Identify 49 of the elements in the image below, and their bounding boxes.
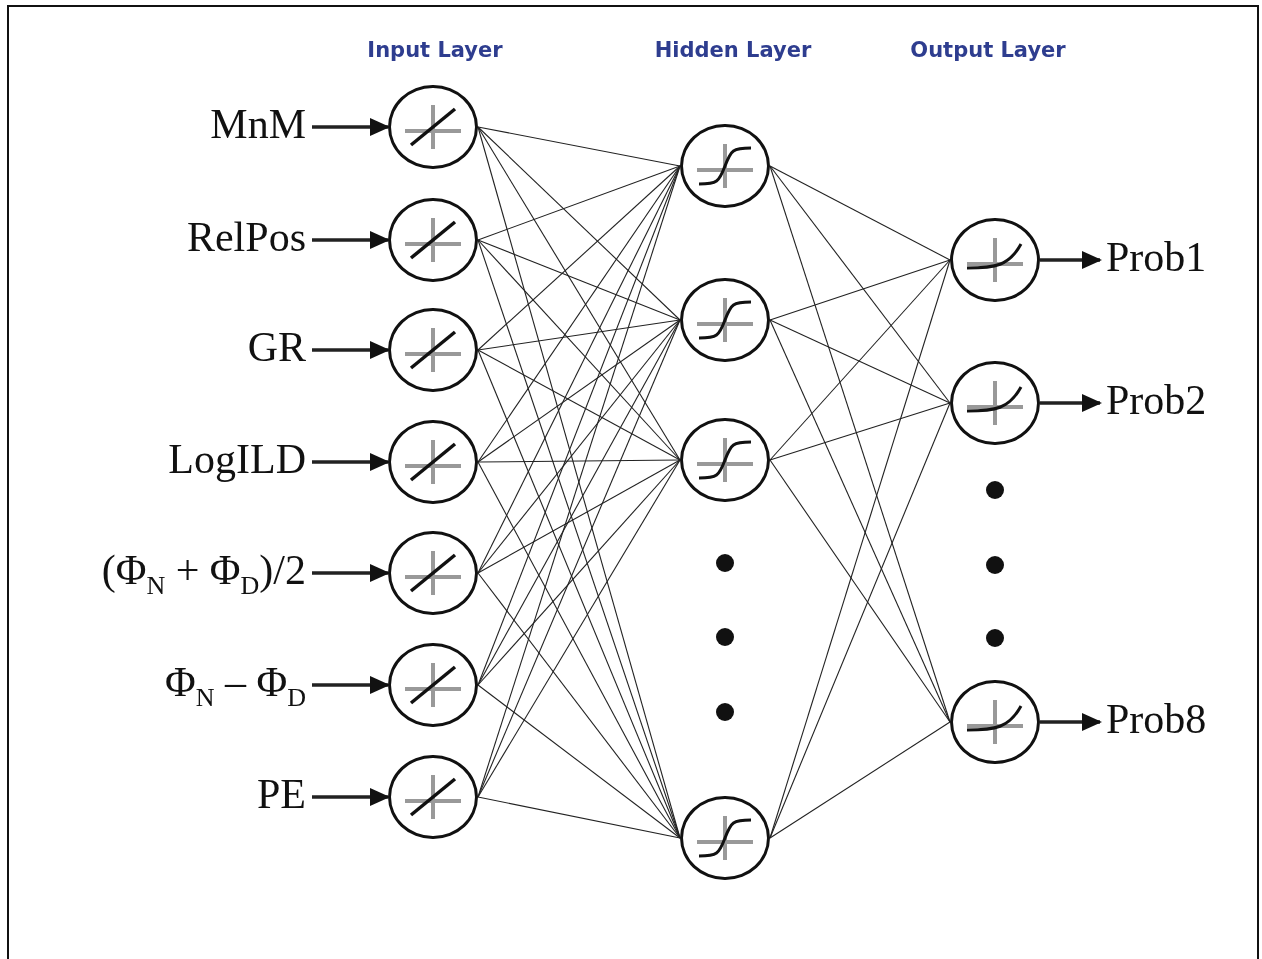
connection-line — [769, 259, 951, 321]
layer-heading: Hidden Layer — [654, 38, 812, 62]
input-label: MnM — [210, 103, 306, 145]
connection-line — [477, 239, 681, 321]
connection-line — [477, 459, 681, 686]
connection-line — [769, 165, 951, 404]
connection-line — [477, 126, 681, 321]
connection-line — [769, 259, 951, 461]
connection-line — [477, 165, 681, 351]
input-label: LogILD — [168, 438, 306, 480]
connection-line — [769, 319, 951, 723]
connection-line — [477, 684, 681, 839]
connection-line — [477, 239, 681, 461]
connection-line — [477, 319, 681, 574]
arrow — [312, 676, 390, 694]
arrow — [312, 231, 390, 249]
input-label: (Φ$_{N}$ + Φ$_{D}$)/2 — [101, 549, 306, 599]
arrow — [1040, 251, 1102, 269]
connection-line — [477, 165, 681, 241]
arrow — [312, 564, 390, 582]
arrow — [312, 788, 390, 806]
connection-line — [477, 572, 681, 839]
connection-line — [769, 165, 951, 261]
connection-line — [477, 796, 681, 839]
arrow — [1040, 713, 1102, 731]
arrow — [312, 453, 390, 471]
connection-line — [769, 402, 951, 461]
connection-line — [769, 721, 951, 839]
connection-line — [477, 459, 681, 574]
input-label: PE — [257, 773, 306, 815]
connection-line — [769, 459, 951, 723]
input-label: GR — [247, 326, 306, 368]
arrow — [312, 341, 390, 359]
layer-heading: Output Layer — [910, 38, 1066, 62]
connection-line — [477, 459, 681, 463]
connection-line — [477, 126, 681, 167]
layer-heading: Input Layer — [367, 38, 503, 62]
input-label: Φ$_{N}$ – Φ$_{D}$ — [165, 661, 306, 711]
output-label: Prob2 — [1106, 379, 1207, 421]
connection-line — [477, 319, 681, 351]
connection-line — [769, 402, 951, 839]
output-label: Prob1 — [1106, 236, 1207, 278]
connection-line — [477, 319, 681, 463]
output-label: Prob8 — [1106, 698, 1207, 740]
input-label: RelPos — [186, 216, 306, 258]
arrow — [312, 118, 390, 136]
arrow — [1040, 394, 1102, 412]
connection-line — [477, 349, 681, 461]
connection-line — [769, 319, 951, 404]
